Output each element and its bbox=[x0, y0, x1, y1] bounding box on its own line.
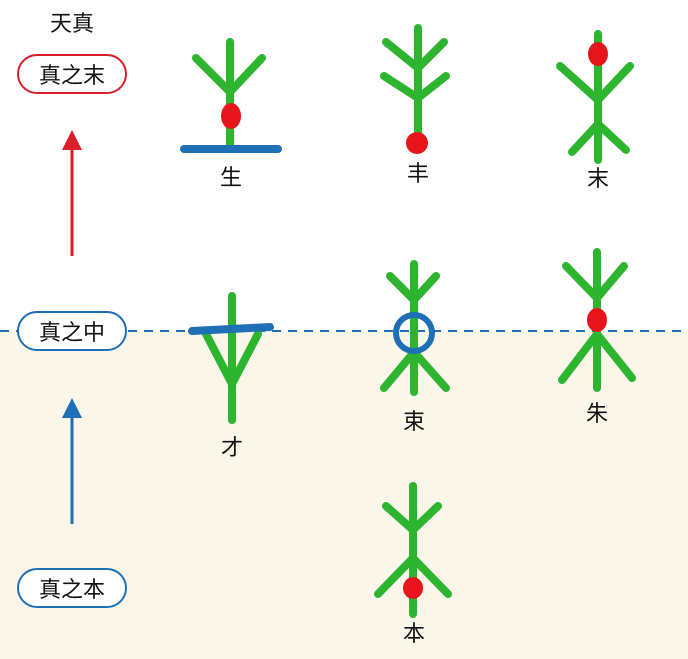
blue-ring-shu bbox=[393, 312, 435, 354]
glyph-sheng bbox=[192, 38, 266, 152]
caption-mo: 末 bbox=[586, 167, 610, 192]
caption-cai: 才 bbox=[220, 436, 244, 461]
glyph-mo bbox=[556, 30, 634, 164]
level-pill-bottom: 真之本 bbox=[17, 568, 127, 608]
level-pill-top: 真之末 bbox=[17, 54, 127, 94]
red-marker-mo bbox=[588, 42, 608, 66]
ground-bar-cai bbox=[188, 323, 274, 335]
title-label: 天真 bbox=[49, 12, 95, 37]
red-marker-zhu bbox=[587, 308, 607, 332]
red-marker-sheng bbox=[221, 103, 241, 129]
blue-up-arrow bbox=[62, 398, 82, 524]
caption-zhu: 朱 bbox=[585, 402, 609, 427]
caption-sheng: 生 bbox=[219, 166, 243, 191]
red-marker-ben bbox=[403, 577, 423, 599]
caption-ben: 本 bbox=[402, 622, 426, 647]
level-middle-label: 真之中 bbox=[38, 321, 105, 346]
level-bottom-label: 真之本 bbox=[38, 578, 105, 603]
caption-shu: 束 bbox=[402, 410, 426, 435]
level-pill-middle: 真之中 bbox=[17, 311, 127, 351]
glyph-cai bbox=[202, 292, 262, 424]
caption-feng: 丰 bbox=[406, 162, 430, 187]
red-up-arrow bbox=[62, 130, 82, 256]
level-top-label: 真之末 bbox=[38, 64, 105, 89]
red-marker-feng bbox=[406, 132, 428, 154]
glyph-shu bbox=[380, 260, 450, 396]
glyph-feng bbox=[380, 24, 450, 148]
